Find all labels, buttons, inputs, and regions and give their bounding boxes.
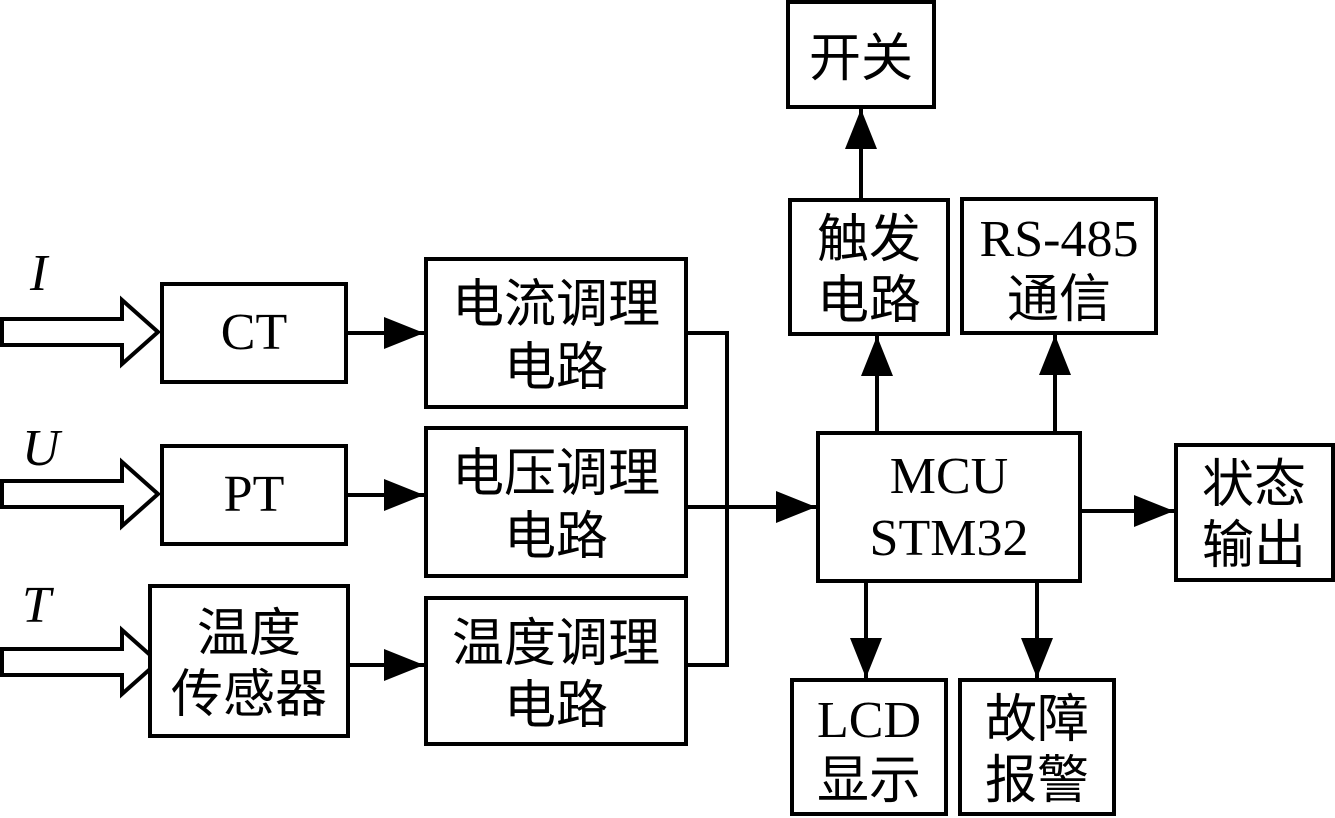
temperature-conditioning-label-line1: 温度调理 <box>452 614 660 674</box>
bus-temperature-conditioning <box>686 507 729 667</box>
voltage-conditioning-label-line1: 电压调理 <box>452 444 660 504</box>
temperature-sensor-label-line2: 传感器 <box>171 665 327 725</box>
ct-block: CT <box>160 282 348 384</box>
input-label-current: I <box>29 245 50 302</box>
switch-label: 开关 <box>809 29 913 89</box>
trigger-circuit-block: 触发 电路 <box>788 198 950 336</box>
input-arrow-temperature <box>0 625 162 699</box>
mcu-label-line1: MCU <box>890 448 1008 505</box>
pt-block: PT <box>160 444 348 546</box>
input-label-temperature: T <box>22 577 54 634</box>
rs485-block: RS-485 通信 <box>960 197 1158 335</box>
fault-alarm-label-line1: 故障 <box>985 690 1089 750</box>
lcd-display-label-line2: 显示 <box>817 751 921 811</box>
status-output-label-line2: 输出 <box>1202 516 1306 576</box>
switch-block: 开关 <box>786 0 936 109</box>
current-conditioning-label-line1: 电流调理 <box>452 275 660 335</box>
status-output-label-line1: 状态 <box>1202 455 1306 515</box>
temperature-sensor-label-line1: 温度 <box>197 604 301 664</box>
trigger-circuit-label-line2: 电路 <box>817 271 921 331</box>
input-arrow-voltage <box>0 457 162 531</box>
trigger-circuit-label-line1: 触发 <box>817 210 921 270</box>
input-label-voltage: U <box>22 420 63 477</box>
rs485-label-line2: 通信 <box>1007 270 1111 330</box>
lcd-display-block: LCD 显示 <box>790 678 948 816</box>
temperature-sensor-block: 温度 传感器 <box>148 584 350 738</box>
ct-label: CT <box>221 304 287 361</box>
fault-alarm-label-line2: 报警 <box>985 751 1089 811</box>
bus-current-conditioning <box>686 331 729 507</box>
current-conditioning-block: 电流调理 电路 <box>424 257 688 409</box>
voltage-conditioning-label-line2: 电路 <box>504 507 608 567</box>
fault-alarm-block: 故障 报警 <box>958 678 1116 816</box>
temperature-conditioning-block: 温度调理 电路 <box>424 596 688 746</box>
current-conditioning-label-line2: 电路 <box>504 338 608 398</box>
pt-label: PT <box>224 466 285 523</box>
lcd-display-label-line1: LCD <box>817 692 921 749</box>
status-output-block: 状态 输出 <box>1174 443 1335 582</box>
input-arrow-current <box>0 295 162 369</box>
voltage-conditioning-block: 电压调理 电路 <box>424 426 688 578</box>
mcu-block: MCU STM32 <box>816 431 1082 583</box>
temperature-conditioning-label-line2: 电路 <box>504 676 608 736</box>
rs485-label-line1: RS-485 <box>980 211 1139 268</box>
mcu-label-line2: STM32 <box>870 510 1029 567</box>
